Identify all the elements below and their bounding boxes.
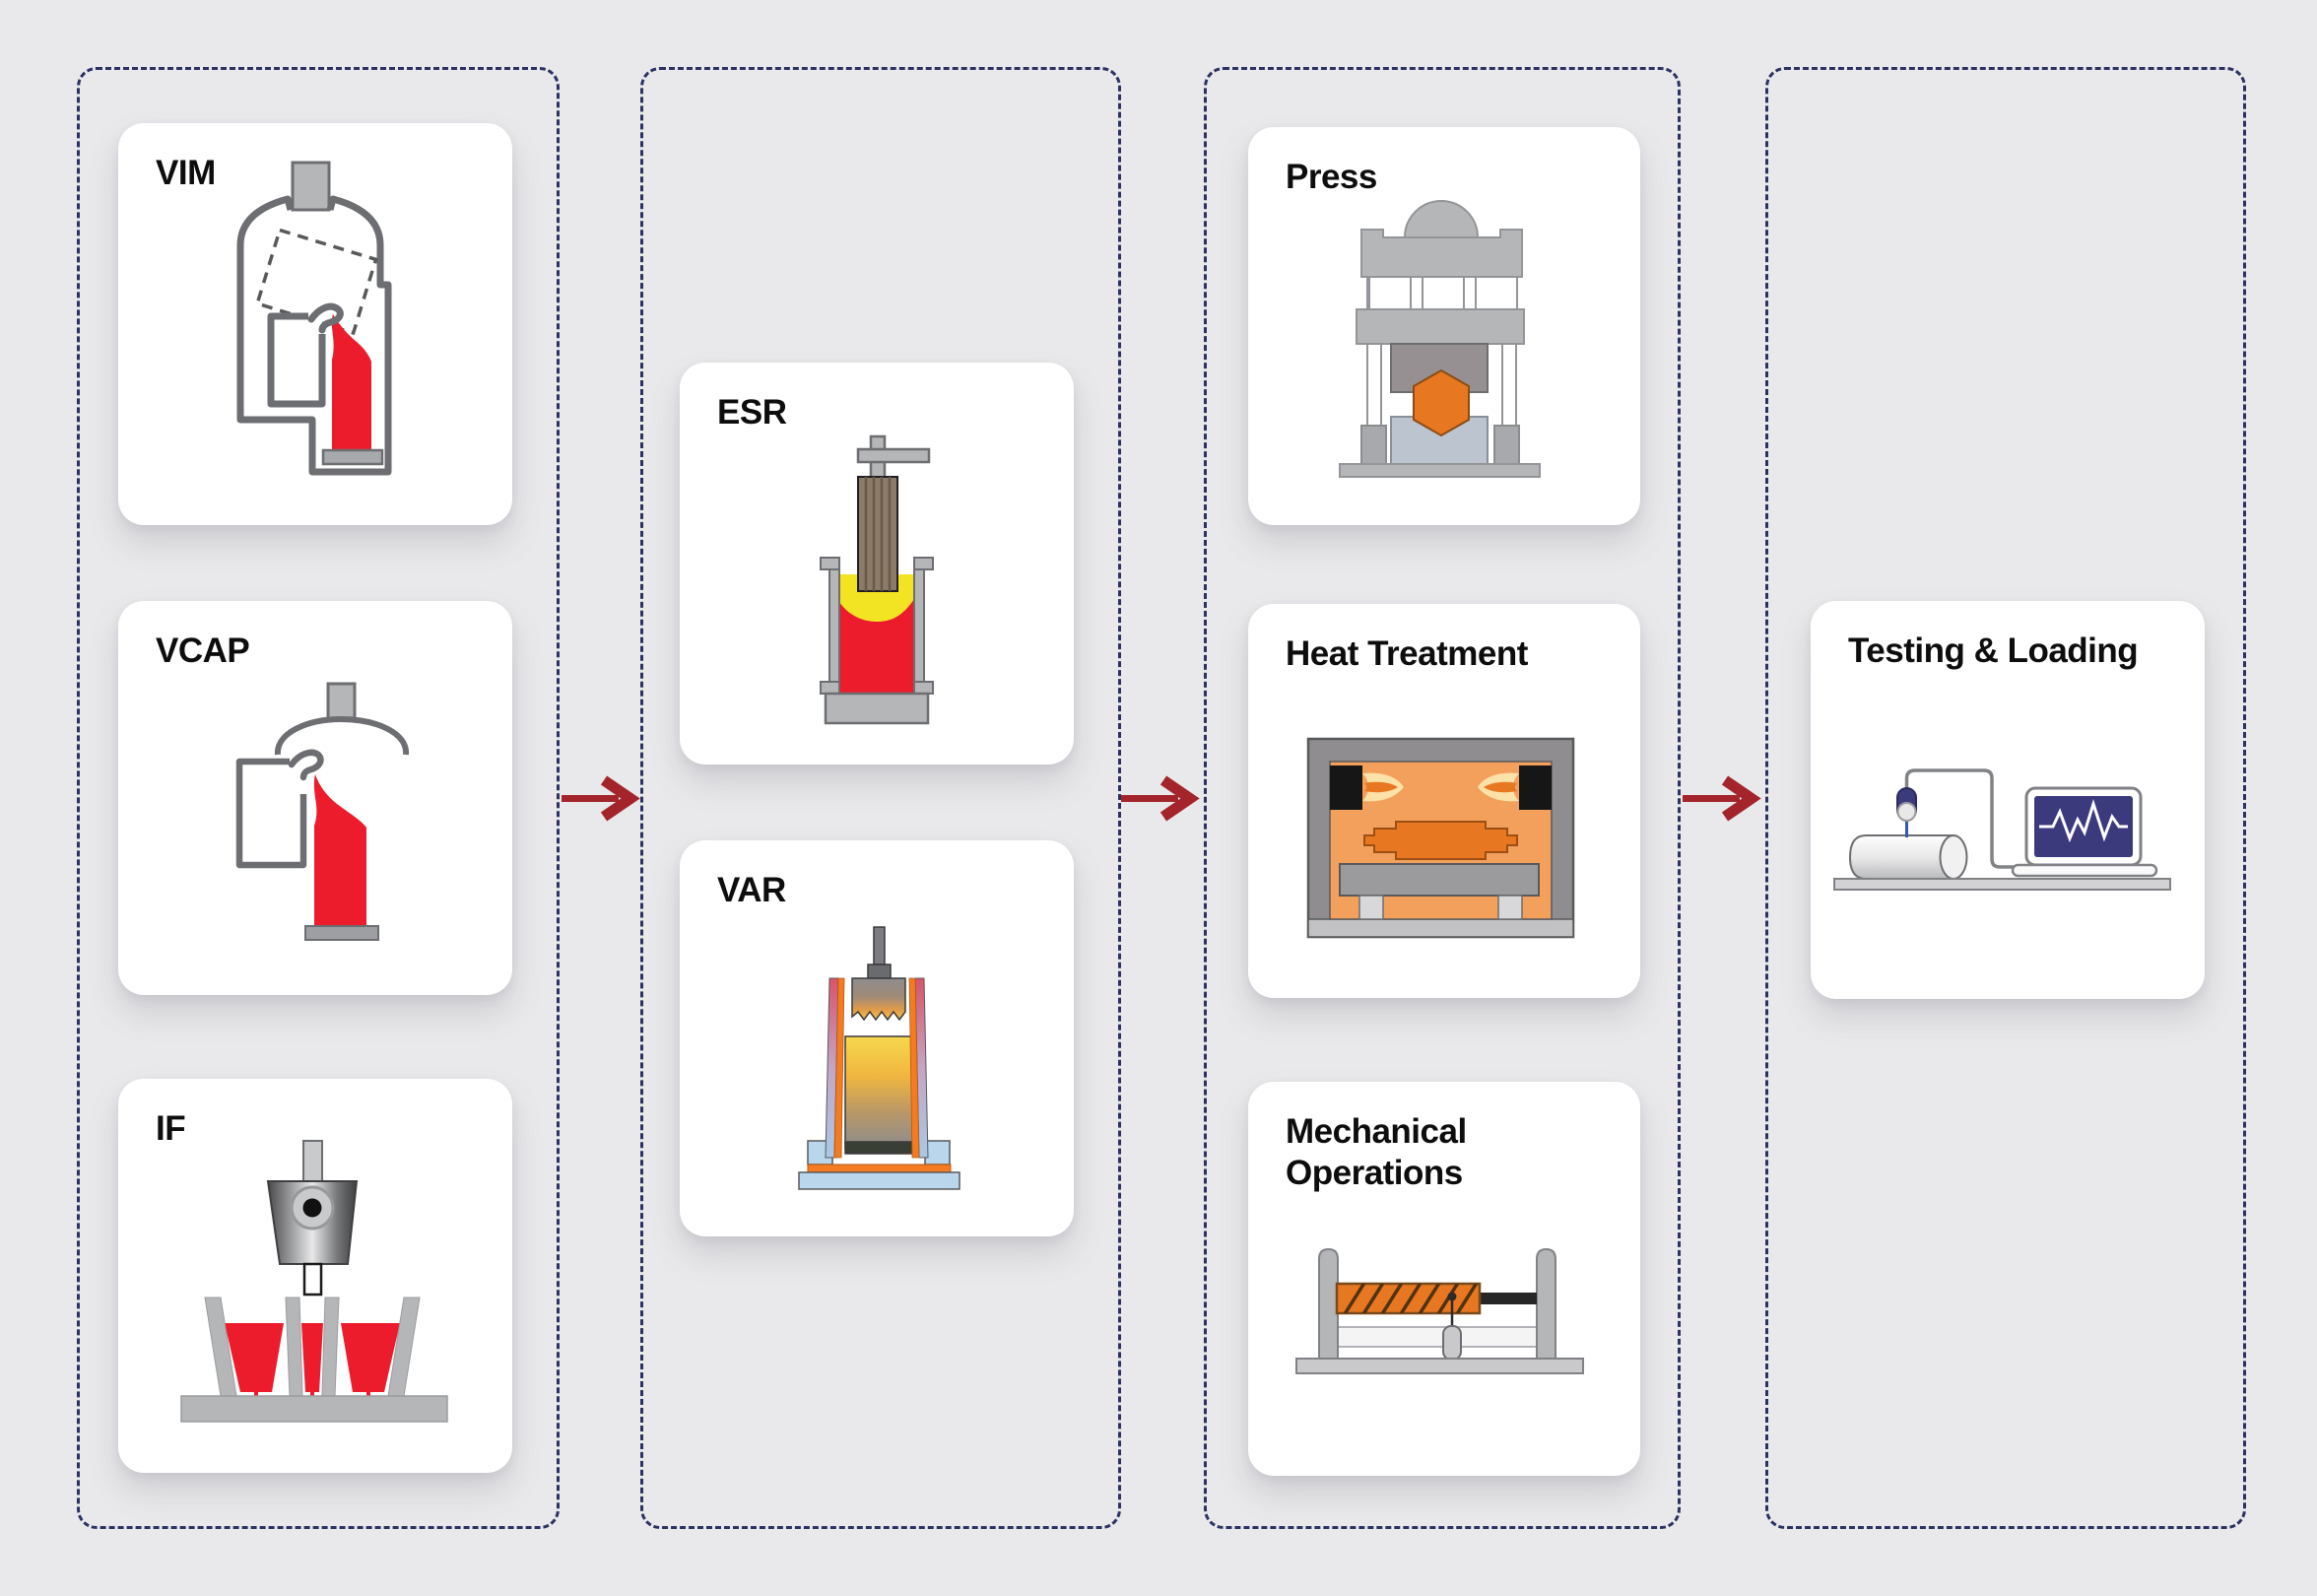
card-press: Press	[1248, 127, 1640, 525]
card-heat-treatment: Heat Treatment	[1248, 604, 1640, 998]
card-testing-loading: Testing & Loading	[1811, 601, 2205, 999]
ultrasonic-testing-icon	[1833, 768, 2171, 891]
induction-furnace-icon	[180, 1140, 448, 1423]
vacuum-pouring-icon	[235, 682, 409, 941]
card-title: ESR	[717, 393, 787, 432]
card-vcap: VCAP	[118, 601, 512, 995]
card-if: IF	[118, 1079, 512, 1473]
card-title: VAR	[717, 871, 786, 909]
card-title: Heat Treatment	[1286, 634, 1528, 673]
card-vim: VIM	[118, 123, 512, 525]
card-title: VCAP	[156, 632, 250, 670]
stage-column-melting	[77, 67, 560, 1529]
flow-arrow-1	[562, 775, 640, 822]
stage-column-remelting	[640, 67, 1121, 1529]
vacuum-induction-melting-icon	[236, 161, 392, 476]
vacuum-arc-remelting-icon	[798, 926, 960, 1190]
flow-arrow-2	[1121, 775, 1200, 822]
flow-arrow-3	[1683, 775, 1761, 822]
card-title: Mechanical Operations	[1286, 1112, 1467, 1192]
card-title: Press	[1286, 158, 1377, 196]
card-esr: ESR	[680, 363, 1074, 765]
heat-treatment-furnace-icon	[1306, 737, 1575, 939]
electroslag-remelting-icon	[820, 434, 934, 725]
card-title: VIM	[156, 154, 216, 192]
forging-press-icon	[1339, 200, 1541, 478]
card-title: IF	[156, 1109, 186, 1148]
stage-column-forming	[1204, 67, 1681, 1529]
card-var: VAR	[680, 840, 1074, 1236]
card-mechanical-operations: Mechanical Operations	[1248, 1082, 1640, 1476]
card-title: Testing & Loading	[1848, 632, 2139, 670]
stage-column-testing	[1765, 67, 2246, 1529]
lathe-machining-icon	[1295, 1247, 1584, 1374]
